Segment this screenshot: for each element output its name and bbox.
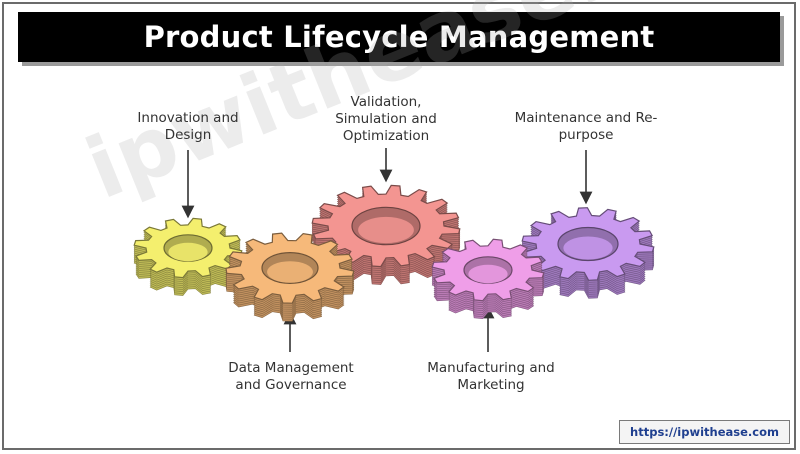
- gear-data-management: [225, 232, 355, 322]
- website-link[interactable]: https://ipwithease.com: [619, 420, 790, 444]
- page-title: Product Lifecycle Management: [143, 20, 655, 54]
- label-innovation: Innovation and Design: [137, 110, 239, 143]
- title-banner: Product Lifecycle Management: [18, 12, 780, 62]
- gear-innovation: [133, 217, 243, 296]
- label-manufacturing: Manufacturing and Marketing: [427, 360, 555, 393]
- label-validation: Validation, Simulation and Optimization: [335, 94, 437, 144]
- gear-manufacturing: [431, 238, 545, 320]
- gear-maintenance: [521, 207, 655, 299]
- label-data-management: Data Management and Governance: [228, 360, 354, 393]
- label-maintenance: Maintenance and Re- purpose: [514, 110, 658, 143]
